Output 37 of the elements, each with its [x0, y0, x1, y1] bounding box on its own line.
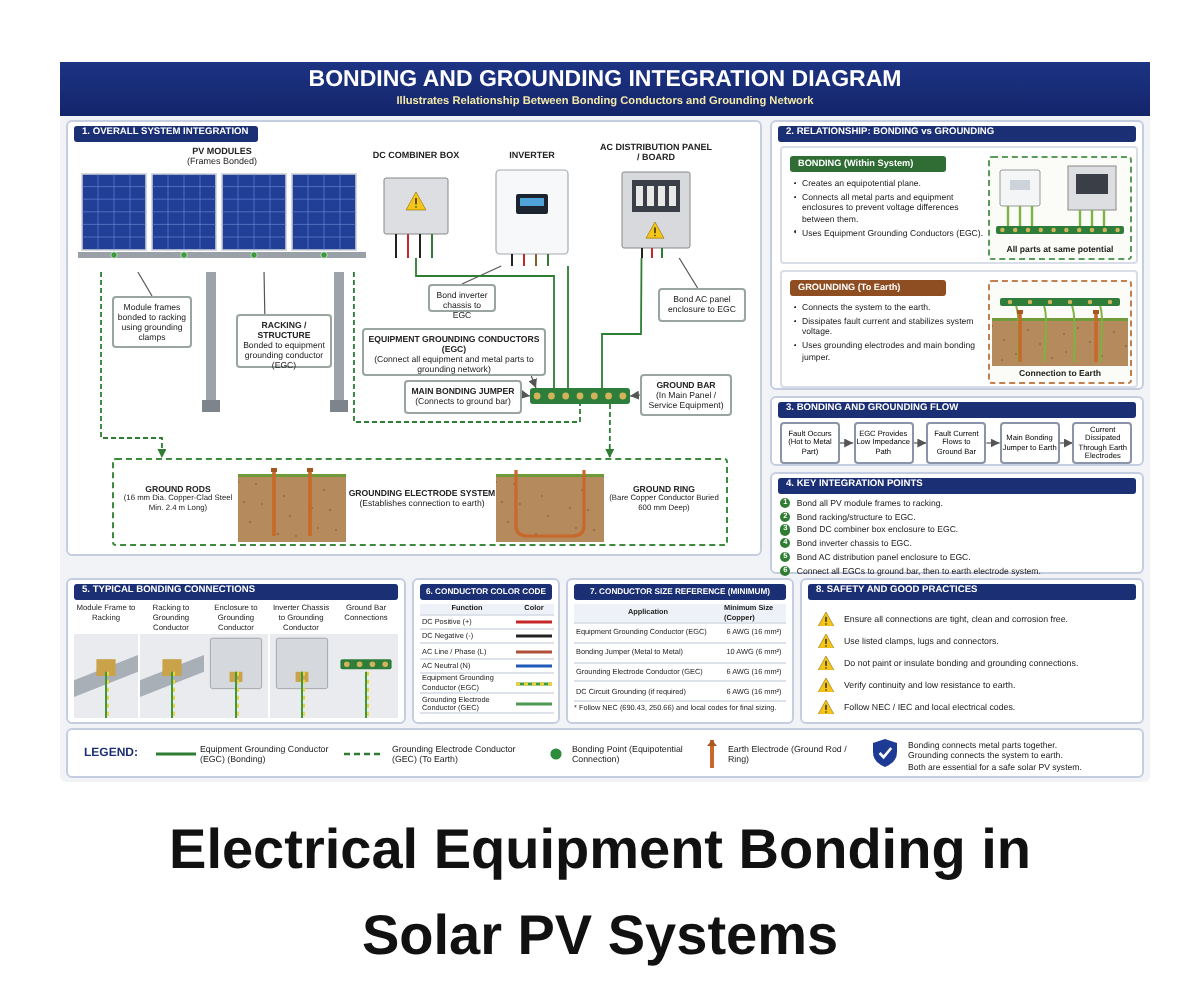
callout-box — [404, 380, 522, 414]
section-panel — [566, 578, 794, 724]
section-panel — [66, 578, 406, 724]
flow-arrow — [839, 438, 854, 448]
section-panel — [770, 396, 1144, 466]
flow-arrow — [912, 438, 927, 448]
caption: Electrical Equipment Bonding in Solar PV Systems — [167, 816, 1033, 970]
leader-line — [678, 257, 699, 289]
ground-bar — [530, 388, 630, 404]
section-panel — [770, 472, 1144, 574]
illustration-frame — [988, 280, 1132, 384]
section-panel — [412, 578, 560, 724]
leader-line — [263, 271, 266, 315]
info-card — [780, 270, 1138, 388]
flow-arrow — [1059, 438, 1074, 448]
grounding-conductor-line — [100, 271, 167, 459]
callout-box — [236, 314, 332, 368]
bonding-conductor-wire — [601, 257, 643, 389]
grounding-conductor-line — [353, 271, 581, 423]
diagram-title: BONDING AND GROUNDING INTEGRATION DIAGRAM — [306, 66, 904, 94]
grounding-zone-outline — [112, 458, 728, 546]
bonding-conductor-wire — [567, 265, 569, 389]
callout-box — [362, 328, 546, 376]
section-panel — [770, 120, 1144, 390]
leader-line — [528, 375, 537, 389]
grounding-conductor-line — [605, 403, 615, 459]
flow-arrow — [985, 438, 1001, 448]
leader-line — [137, 271, 153, 297]
info-card — [780, 146, 1138, 264]
callout-box — [640, 374, 732, 416]
section-panel — [800, 578, 1144, 724]
leader-line — [461, 265, 502, 285]
illustration-frame — [988, 156, 1132, 260]
leader-line — [629, 390, 641, 400]
bonding-conductor-wire — [415, 257, 555, 389]
section-panel — [66, 120, 762, 556]
leader-line — [520, 390, 531, 399]
